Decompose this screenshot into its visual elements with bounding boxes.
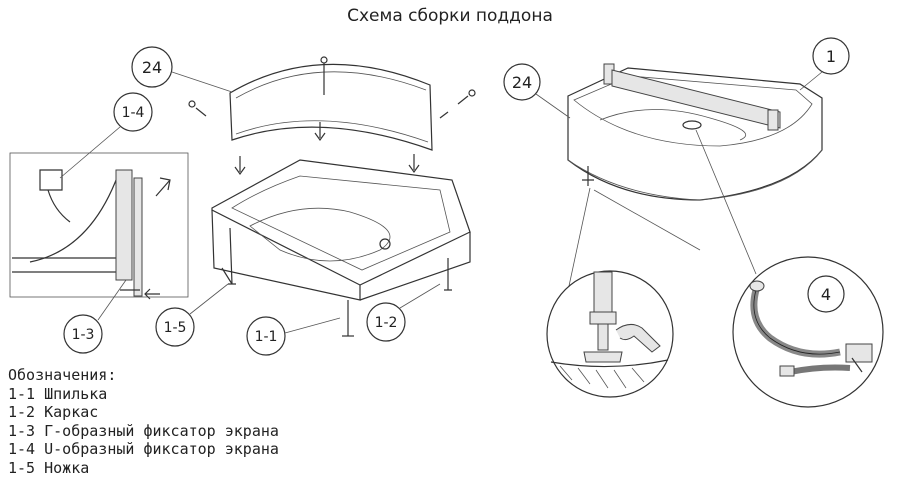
callout-1: 1 xyxy=(799,37,850,91)
legend-heading: Обозначения: xyxy=(8,366,117,384)
legend-item: 1-4 U-образный фиксатор экрана xyxy=(8,440,279,458)
callout-1-4-label: 1-4 xyxy=(122,105,145,121)
callout-1-3: 1-3 xyxy=(63,279,127,354)
callout-1-3-label: 1-3 xyxy=(72,327,95,343)
legend-item: 1-1 Шпилька xyxy=(8,384,108,403)
legend-item: 1-2 Каркас xyxy=(8,403,99,421)
front-screen-part xyxy=(188,56,476,151)
callout-1-5-label: 1-5 xyxy=(164,320,187,336)
callout-1-4: 1-4 xyxy=(59,92,153,179)
callout-1-2: 1-2 xyxy=(366,283,441,342)
shower-tray xyxy=(211,159,471,337)
callout-4-label: 4 xyxy=(821,285,831,304)
callout-1-label: 1 xyxy=(826,47,836,66)
callout-1-2-label: 1-2 xyxy=(375,315,398,331)
callout-24-right-label: 24 xyxy=(512,73,532,92)
leg-adjustment-detail xyxy=(546,270,674,398)
callout-24-right: 24 xyxy=(503,63,571,119)
callout-4: 4 xyxy=(807,275,845,313)
magnify-leaders xyxy=(565,129,757,301)
drain-hose-detail xyxy=(732,256,884,408)
callout-1-1: 1-1 xyxy=(246,316,341,356)
callout-24-left-label: 24 xyxy=(142,58,162,77)
callout-1-5: 1-5 xyxy=(155,283,229,347)
legend-item: 1-3 Г-образный фиксатор экрана xyxy=(8,421,279,440)
callout-24-left: 24 xyxy=(131,46,233,93)
legend-item: 1-5 Ножка xyxy=(8,458,90,477)
corner-tray xyxy=(567,63,823,201)
screen-fixing-detail xyxy=(9,152,189,300)
diagram-title: Схема сборки поддона xyxy=(347,6,553,26)
callout-1-1-label: 1-1 xyxy=(255,329,278,345)
legend: Обозначения: 1-1 Шпилька 1-2 Каркас 1-3 … xyxy=(8,366,279,477)
assembly-arrows xyxy=(155,122,420,197)
